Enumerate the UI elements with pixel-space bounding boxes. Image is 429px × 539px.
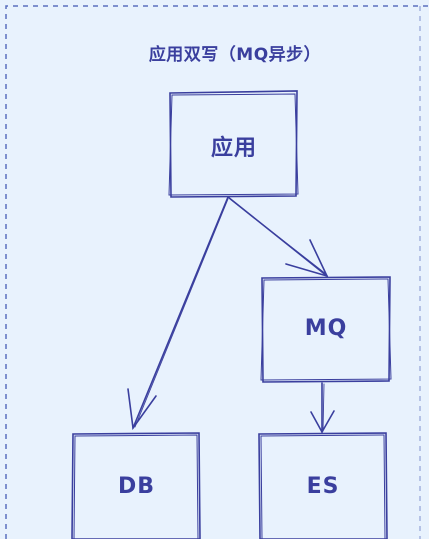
node-label-app: 应用	[210, 136, 257, 161]
node-box-app	[168, 90, 299, 198]
arrow-mq-to-es	[310, 382, 335, 434]
diagram-title: 应用双写（MQ异步）	[148, 45, 322, 65]
node-label-es: ES	[306, 474, 340, 499]
arrow-app-to-db	[127, 196, 229, 431]
node-box-es	[258, 432, 388, 539]
node-box-mq	[260, 276, 392, 383]
node-label-mq: MQ	[304, 316, 348, 341]
node-label-db: DB	[117, 474, 156, 499]
node-box-db	[71, 432, 201, 539]
dashed-frame	[5, 5, 429, 539]
arrow-app-to-mq	[227, 196, 329, 278]
